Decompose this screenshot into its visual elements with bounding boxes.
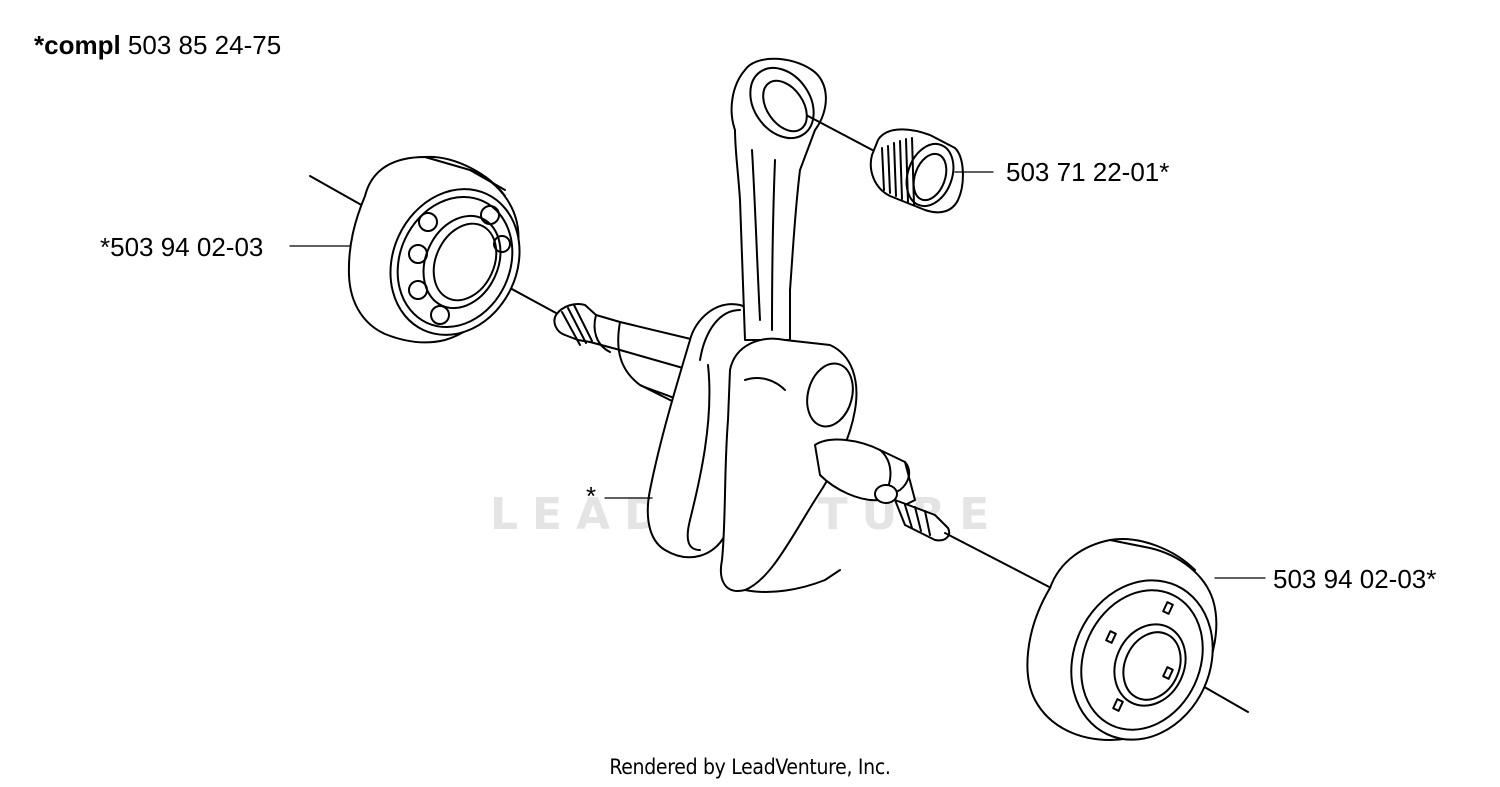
right-ball-bearing	[1026, 538, 1218, 741]
left-ball-bearing	[347, 155, 521, 344]
callout-needle-bearing[interactable]: 503 71 22-01*	[1006, 157, 1170, 187]
needle-axis-line	[807, 115, 879, 154]
right-axis-line	[944, 532, 1056, 591]
render-credit: Rendered by LeadVenture, Inc.	[609, 755, 891, 779]
assembly-title: *compl 503 85 24-75	[34, 30, 281, 60]
left-axis-line	[309, 175, 366, 208]
needle-bearing	[869, 128, 964, 214]
title-prefix: *compl	[34, 30, 121, 60]
title-part-number: 503 85 24-75	[127, 30, 282, 60]
callout-crankshaft[interactable]: *	[586, 481, 597, 511]
callout-bearing-left[interactable]: *503 94 02-03	[100, 232, 264, 262]
callout-bearing-right[interactable]: 503 94 02-03*	[1273, 564, 1437, 594]
crankshaft	[553, 57, 951, 593]
